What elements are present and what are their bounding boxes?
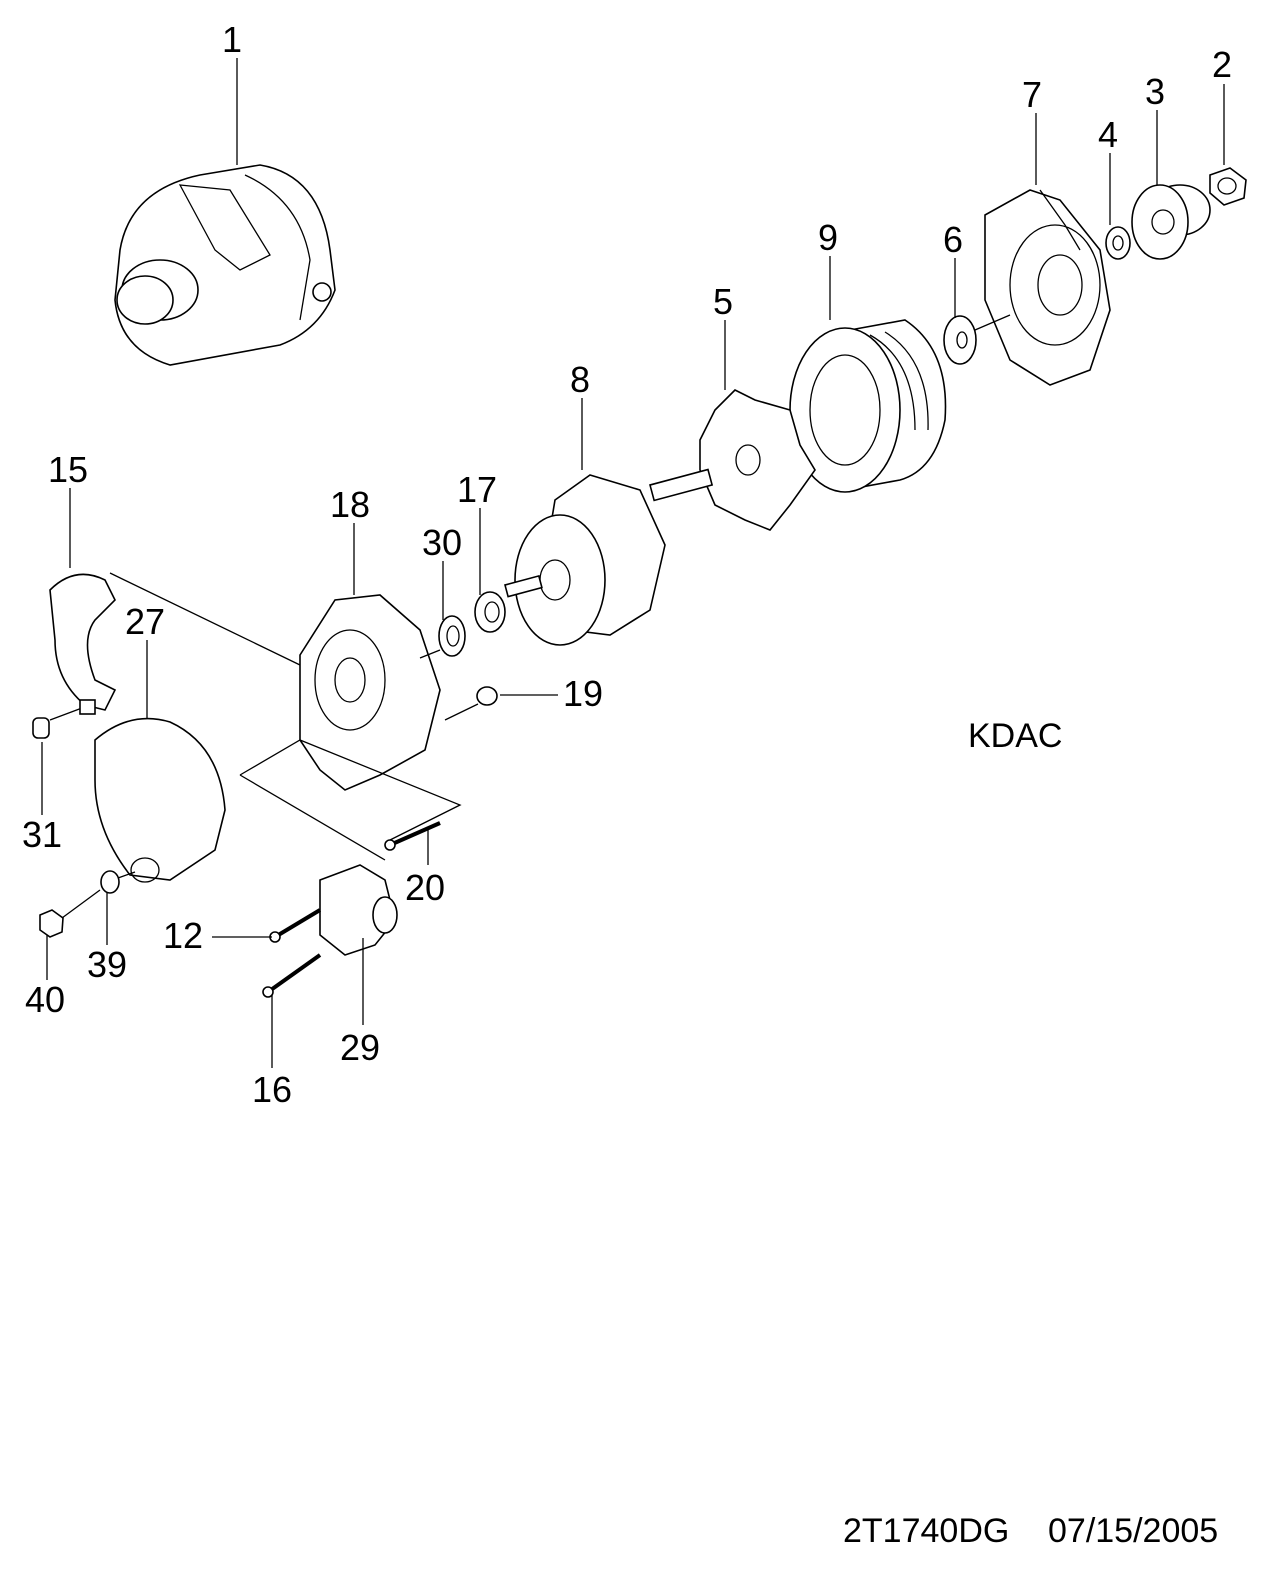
part-rotor-8[interactable] <box>504 468 714 646</box>
callout-12: 12 <box>163 915 203 956</box>
callout-6: 6 <box>943 219 963 260</box>
part-alternator-assembly[interactable] <box>114 164 336 366</box>
part-bearing-17[interactable] <box>474 591 506 633</box>
callout-3: 3 <box>1145 71 1165 112</box>
drawing-code: 2T1740DG <box>843 1512 1009 1550</box>
part-rear-housing-18[interactable] <box>299 594 441 791</box>
callout-7: 7 <box>1022 74 1042 115</box>
callout-40: 40 <box>25 979 65 1020</box>
callout-20: 20 <box>405 867 445 908</box>
part-front-housing-7[interactable] <box>984 189 1111 386</box>
callout-9: 9 <box>818 217 838 258</box>
part-rectifier-15[interactable] <box>49 572 301 711</box>
callout-17: 17 <box>457 469 497 510</box>
part-nut-2[interactable] <box>1209 167 1247 206</box>
part-stator-9[interactable] <box>789 319 947 493</box>
part-screw-16[interactable] <box>262 953 322 998</box>
callout-29: 29 <box>340 1027 380 1068</box>
part-washer-6[interactable] <box>943 314 1011 365</box>
callout-30: 30 <box>422 522 462 563</box>
callout-39: 39 <box>87 944 127 985</box>
callout-27: 27 <box>125 601 165 642</box>
callout-2: 2 <box>1212 44 1232 85</box>
part-cap-31[interactable] <box>32 699 96 739</box>
callout-16: 16 <box>252 1069 292 1110</box>
part-nut-40[interactable] <box>39 889 101 938</box>
part-plug-19[interactable] <box>444 686 498 721</box>
part-screw-12[interactable] <box>269 908 322 943</box>
part-rear-cover-27[interactable] <box>94 717 226 883</box>
callout-1: 1 <box>222 19 242 60</box>
drawing-date: 07/15/2005 <box>1048 1512 1218 1550</box>
part-seal-30[interactable] <box>438 615 466 657</box>
callout-31: 31 <box>22 814 62 855</box>
callout-19: 19 <box>563 673 603 714</box>
callout-18: 18 <box>330 484 370 525</box>
part-regulator-29[interactable] <box>239 774 398 956</box>
callout-4: 4 <box>1098 114 1118 155</box>
part-pulley-3[interactable] <box>1131 184 1211 260</box>
model-code: KDAC <box>968 717 1062 755</box>
part-bolt-20[interactable] <box>239 739 462 851</box>
callout-labels: 1 2 3 4 5 6 7 8 9 12 15 16 17 18 19 20 2… <box>22 19 1232 1550</box>
part-fan-5[interactable] <box>679 389 816 531</box>
part-washer-4[interactable] <box>1105 226 1131 260</box>
callout-8: 8 <box>570 359 590 400</box>
callout-5: 5 <box>713 281 733 322</box>
leader-lines <box>41 58 1225 1068</box>
callout-15: 15 <box>48 449 88 490</box>
part-washer-39[interactable] <box>100 870 136 894</box>
